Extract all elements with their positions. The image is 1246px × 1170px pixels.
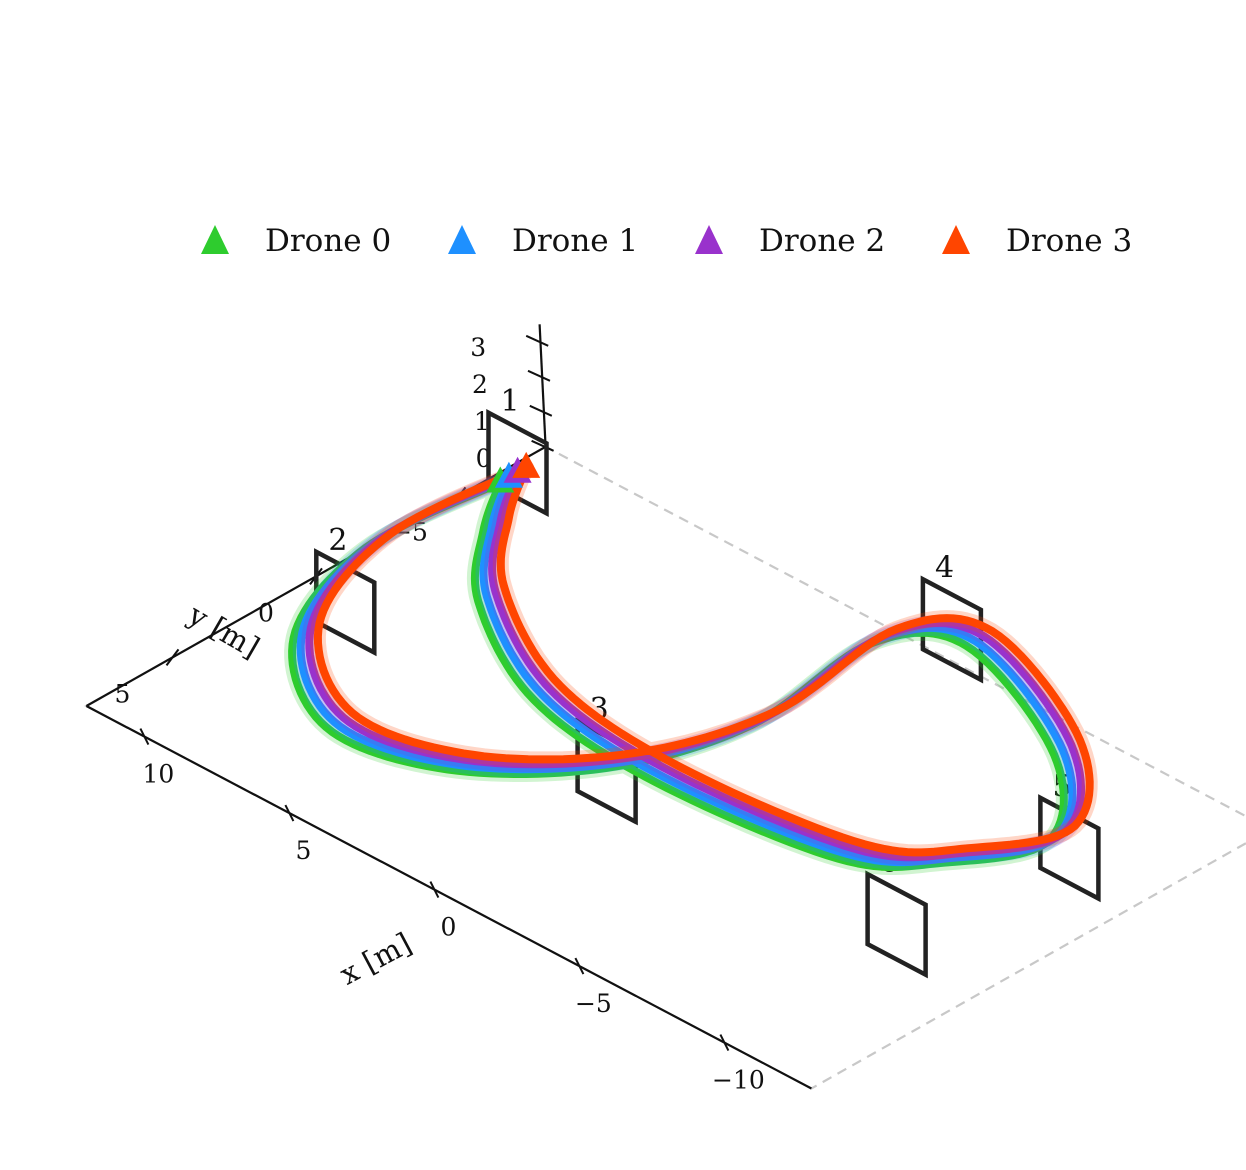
trajectory-line [288, 478, 1068, 871]
gate-label: 2 [328, 523, 347, 558]
trajectories [284, 459, 1098, 875]
legend: Drone 0 Drone 1 Drone 2 Drone 3 [201, 223, 1132, 259]
x-tick-label: 0 [440, 913, 456, 942]
gate-frame [920, 575, 984, 684]
x-tick [574, 957, 585, 975]
legend-marker [942, 225, 970, 254]
x-tick [429, 881, 440, 899]
legend-label: Drone 1 [512, 223, 638, 259]
y-tick [165, 648, 180, 667]
z-tick-label: 2 [472, 370, 488, 399]
z-tick-label: 1 [474, 407, 490, 436]
z-tick [531, 439, 555, 452]
legend-label: Drone 0 [265, 223, 391, 259]
trajectory-line [305, 468, 1085, 862]
trajectory-line [313, 463, 1094, 857]
gate-label: 4 [935, 550, 954, 585]
legend-marker [201, 225, 229, 254]
x-tick [719, 1034, 730, 1052]
gate-frame [865, 870, 928, 979]
y-tick-label: 0 [258, 598, 274, 627]
y-axis-title: y [m] [182, 597, 265, 665]
trajectory-line [296, 473, 1077, 867]
x-tick-label: 10 [142, 760, 174, 789]
z-tick [527, 369, 551, 382]
legend-label: Drone 3 [1006, 223, 1132, 259]
z-tick-label: 3 [470, 333, 486, 362]
legend-marker [448, 225, 476, 254]
legend-label: Drone 2 [759, 223, 885, 259]
y-tick-label: 5 [115, 679, 131, 708]
gate-label: 1 [501, 384, 520, 419]
x-axis-line [85, 705, 812, 1090]
x-tick [139, 728, 150, 746]
z-axis-line [538, 324, 547, 447]
legend-marker [695, 225, 723, 254]
start-marker [512, 451, 541, 478]
x-tick-label: 5 [295, 836, 311, 865]
gate-frame [1038, 794, 1101, 903]
gate-frame [486, 408, 549, 518]
x-axis-title: x [m] [334, 926, 417, 992]
z-tick [525, 334, 549, 347]
gate-frame [314, 548, 377, 657]
x-tick-label: −10 [712, 1066, 765, 1095]
x-tick [284, 804, 295, 822]
z-tick [529, 404, 553, 417]
start-markers [486, 451, 541, 493]
x-tick-label: −5 [575, 989, 612, 1018]
